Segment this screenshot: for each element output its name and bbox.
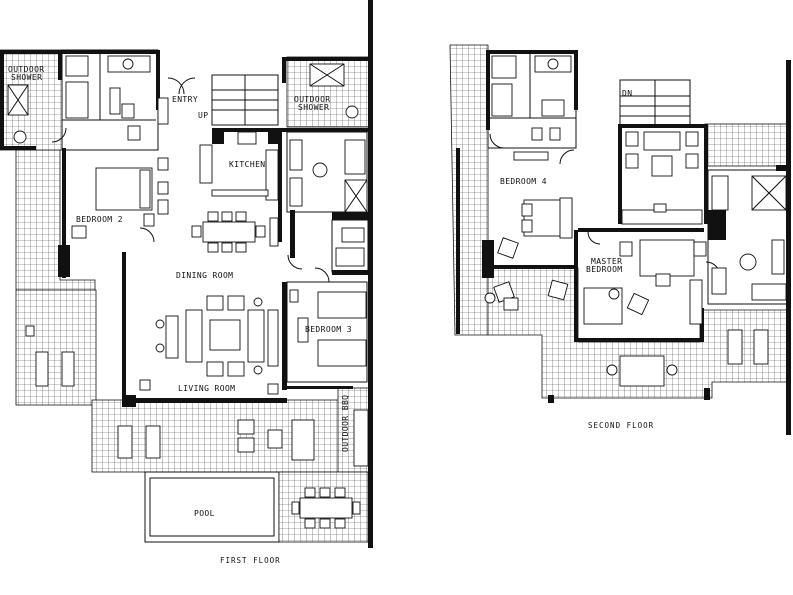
outdoor-shower-left-label-2: SHOWER bbox=[11, 73, 42, 82]
pool-outline bbox=[144, 471, 280, 543]
master-bedroom-label-2: BEDROOM bbox=[586, 265, 623, 274]
bedroom-3-label: BEDROOM 3 bbox=[305, 325, 352, 334]
master-bedroom-label-1: MASTER bbox=[591, 257, 622, 266]
outdoor-shower-left-label-1: OUTDOOR bbox=[8, 65, 45, 74]
first-floor-caption: FIRST FLOOR bbox=[220, 556, 281, 565]
outdoor-shower-right-label-1: OUTDOOR bbox=[294, 95, 331, 104]
bedroom-2-label: BEDROOM 2 bbox=[76, 215, 123, 224]
entry-label: ENTRY bbox=[172, 95, 198, 104]
left-lawn-deck bbox=[15, 289, 97, 406]
up-label: UP bbox=[198, 111, 208, 120]
dining-room-label: DINING ROOM bbox=[176, 271, 233, 280]
pool-label: POOL bbox=[194, 509, 215, 518]
front-terrace bbox=[91, 399, 371, 473]
outdoor-bbq-label: OUTDOOR BBQ bbox=[341, 395, 350, 452]
outdoor-shower-right-label-2: SHOWER bbox=[298, 103, 329, 112]
second-left-terrace bbox=[449, 44, 489, 336]
second-floor-plan: DN BEDROOM 4 MASTER BEDROOM SECOND FLOOR bbox=[449, 44, 791, 435]
living-room-label: LIVING ROOM bbox=[178, 384, 235, 393]
bedroom-4-label: BEDROOM 4 bbox=[500, 177, 547, 186]
dn-label: DN bbox=[622, 89, 632, 98]
second-floor-caption: SECOND FLOOR bbox=[588, 421, 654, 430]
first-floor-plan: OUTDOOR SHOWER ENTRY UP OUTDOOR SHOWER K… bbox=[0, 0, 373, 565]
second-right-terrace bbox=[704, 123, 791, 167]
kitchen-label: KITCHEN bbox=[229, 160, 266, 169]
